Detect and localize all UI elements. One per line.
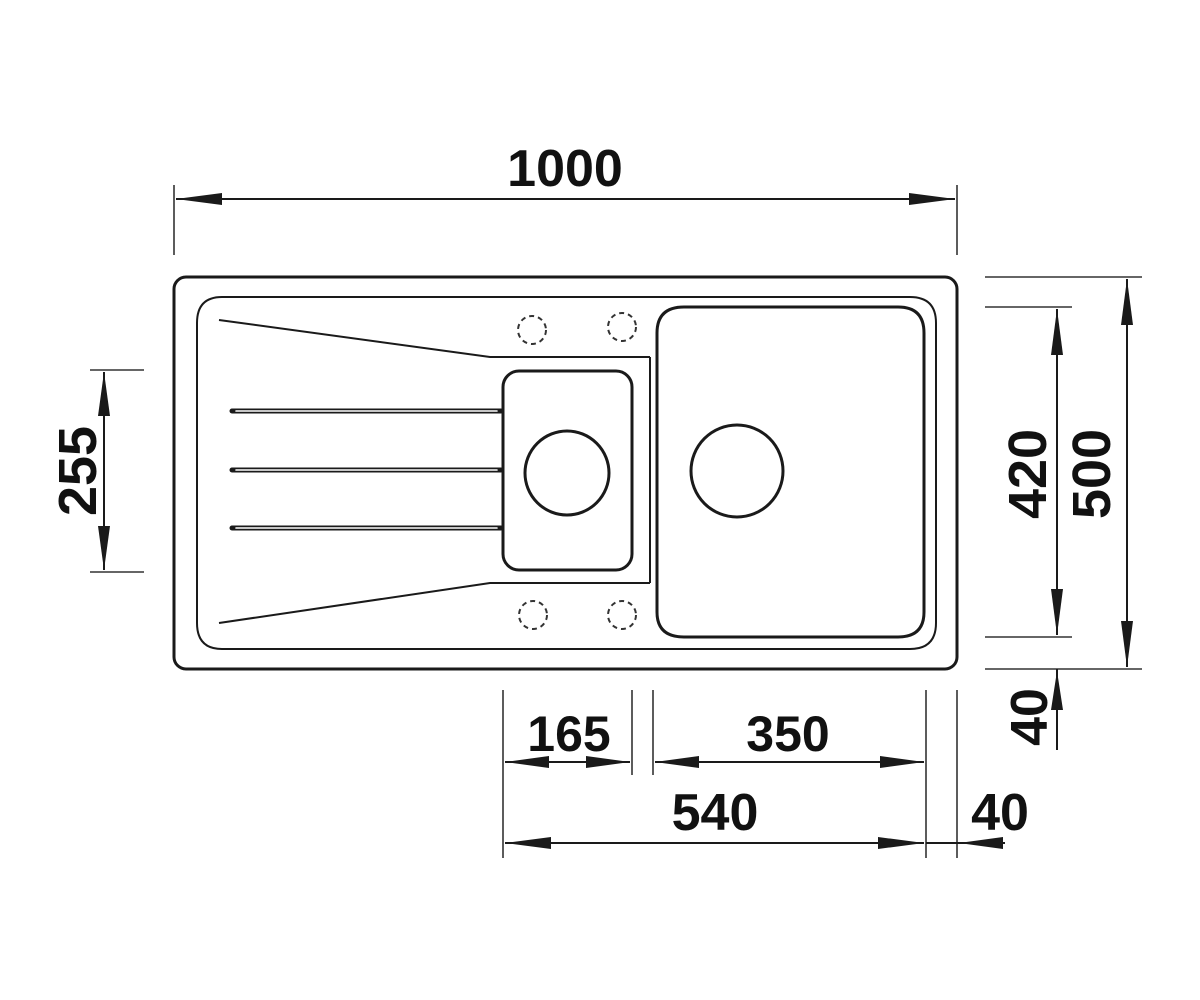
drainer-lower-edge [218,582,650,624]
dimension-bowl-depth: 420 [985,306,1072,638]
dimension-main-bowl-width: 350 [652,690,927,858]
arrowhead [1051,309,1063,355]
arrowhead [176,193,222,205]
arrowhead [98,372,110,416]
dimension-label-small-bowl-width: 165 [527,706,610,762]
tap-hole [607,600,637,630]
tap-hole [607,312,637,342]
dimension-small-bowl-width: 165 [502,690,633,858]
main-bowl-outline [655,305,926,639]
dimension-label-bowls-span: 540 [672,784,759,842]
main-bowl [655,305,926,639]
dimension-label-bottom-margin: 40 [1001,688,1059,746]
arrowhead [959,837,1003,849]
arrowhead [878,837,924,849]
dimension-right-margin: 40 [926,690,1029,858]
dimension-label-bowl-depth: 420 [998,429,1058,519]
arrowhead [586,756,630,768]
tap-hole [518,600,548,630]
dimension-overall-width: 1000 [173,140,958,255]
dimension-label-overall-width: 1000 [507,140,623,198]
small-bowl-drain [523,429,611,517]
dimension-bottom-margin: 40 [1001,669,1063,750]
tap-hole [517,315,547,345]
dimension-label-main-bowl-width: 350 [746,706,829,762]
arrowhead [909,193,955,205]
drainer-board [218,319,651,624]
arrowhead [655,756,699,768]
dimension-bowls-span: 540 [505,784,924,849]
arrowhead [1121,279,1133,325]
arrowhead [505,837,551,849]
sink-inner-rim [196,296,937,650]
dimension-label-right-margin: 40 [971,784,1029,842]
arrowhead [1121,621,1133,667]
arrowhead [1051,671,1063,710]
sink-body [172,275,959,671]
drainer-upper-edge [218,319,650,358]
sink-outer-rim [172,275,959,671]
small-bowl [501,369,634,572]
arrowhead [505,756,549,768]
dimension-label-small-bowl-depth: 255 [48,426,108,516]
tap-hole-knockouts [517,312,637,630]
small-bowl-outline [501,369,634,572]
dimension-small-bowl-depth: 255 [48,369,144,573]
dimension-overall-depth: 500 [985,276,1142,670]
arrowhead [1051,589,1063,635]
main-bowl-drain [689,423,785,519]
dimension-label-overall-depth: 500 [1062,429,1122,519]
arrowhead [98,526,110,570]
arrowhead [880,756,924,768]
